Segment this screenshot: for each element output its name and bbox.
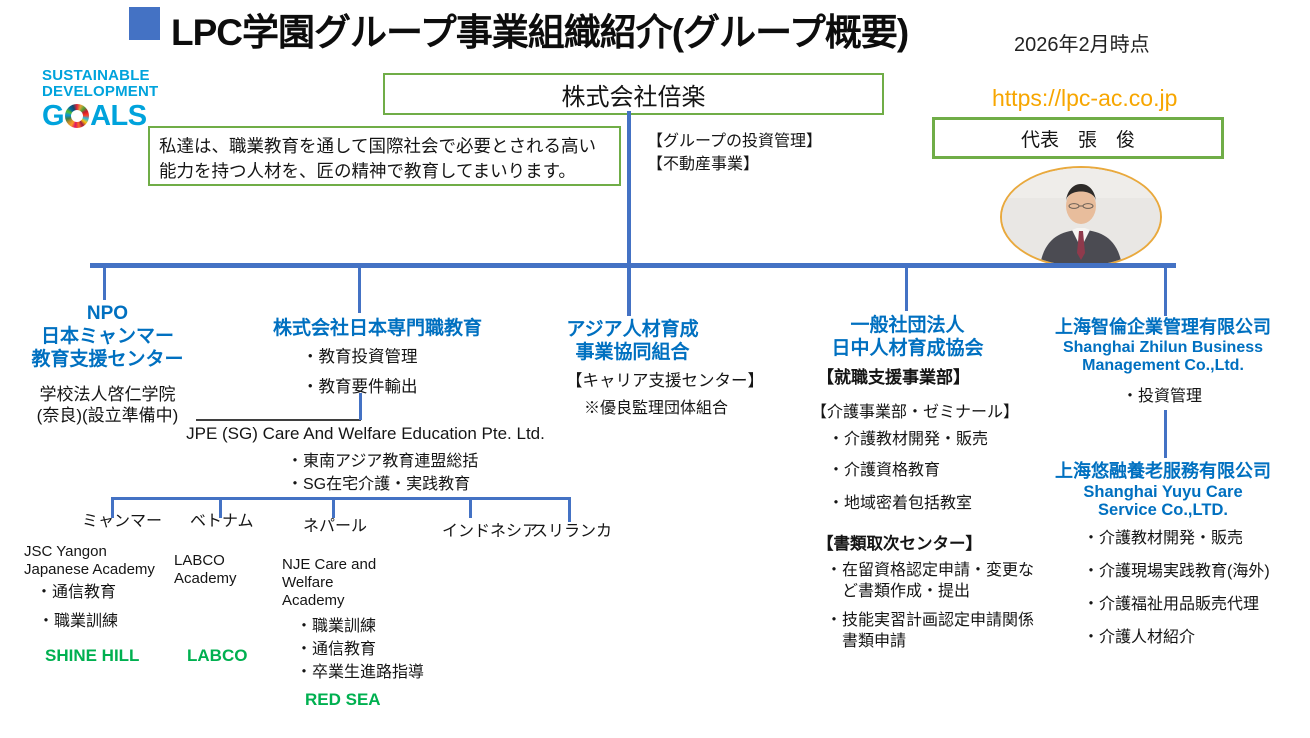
org-jpe-sg-name: JPE (SG) Care And Welfare Education Pte.… [186,424,545,443]
asia-coop-line1: アジア人材育成 [566,319,699,340]
holding-company-name: 株式会社倍楽 [561,83,706,111]
sdg-logo: SUSTAINABLE DEVELOPMENT G ALS [42,68,158,131]
as-of-date: 2026年2月時点 [1014,34,1150,56]
org-npo-line2: 日本ミャンマー [40,326,174,347]
jpe-sg-bullet1: ・東南アジア教育連盟総括 [287,453,479,470]
vietnam-partner: LABCO [187,646,248,665]
jc-assoc-line2: 日中人材育成協会 [831,338,984,359]
org-npo-line3: 教育支援センター [31,349,184,370]
jc-assoc-dept3-bullet2: ・技能実習計画認定申請関係書類申請 [826,612,1035,650]
country-label-myanmar: ミャンマー [82,513,163,530]
jc-assoc-dept3-bullet1: ・在留資格認定申請・変更など書類作成・提出 [826,562,1035,600]
sdg-goals-rest: ALS [90,99,147,132]
org-asia-coop-name: アジア人材育成 事業協同組合 [545,318,720,364]
connector-zhilun-to-yuyu [1164,410,1167,458]
jc-assoc-dept2-bullet3: ・地域密着包括教室 [828,495,973,512]
npo-school-line1: 学校法人啓仁学院 [39,385,176,404]
myanmar-bullet2: ・職業訓練 [38,613,119,630]
ceo-photo-graphic [1002,168,1160,266]
sdg-line2: DEVELOPMENT [42,82,159,100]
jpe-sg-bullet2: ・SG在宅介護・実践教育 [287,476,471,493]
yuyu-bullet4: ・介護人材紹介 [1083,629,1196,646]
connector-jpe-parent-to-jpe [359,393,362,420]
connector-tick-srilanka [568,497,571,522]
connector-countries-rail [111,497,571,500]
vietnam-school-line2: Academy [174,570,237,587]
zhilun-name-en1: Shanghai Zhilun Business [1062,339,1264,356]
nepal-bullet2: ・通信教育 [296,641,377,658]
connector-tick-myanmar [111,497,114,518]
sdg-goals: G ALS [42,99,158,132]
connector-school-to-jpe [196,419,361,421]
zhilun-name-en2: Management Co.,Ltd. [1082,357,1244,374]
org-npo-name: NPO 日本ミャンマー 教育支援センター [5,302,210,371]
jc-assoc-dept3: 【書類取次センター】 [817,535,982,553]
nepal-bullet3: ・卒業生進路指導 [296,664,425,681]
ceo-name: 代表 張 俊 [1020,129,1135,151]
page-title: LPC学園グループ事業組織紹介(グループ概要) [171,12,909,53]
org-jc-assoc-name: 一般社団法人 日中人材育成協会 [810,314,1005,360]
vietnam-school-line1: LABCO [174,552,225,569]
jpe-parent-bullet1: ・教育投資管理 [302,348,418,366]
jc-assoc-dept2: 【介護事業部・ゼミナール】 [811,404,1020,421]
holding-company-box: 株式会社倍楽 [383,73,884,115]
sdg-line1: SUSTAINABLE [42,67,150,84]
mission-statement-box: 私達は、職業教育を通して国際社会で必要とされる高い能力を持つ人材を、匠の精神で教… [148,126,621,186]
npo-school-line2: (奈良)(設立準備中) [36,406,179,425]
yuyu-bullet1: ・介護教材開発・販売 [1083,530,1244,547]
ceo-photo [1000,166,1162,268]
connector-drop-jc-assoc [905,263,908,311]
yuyu-name-en2: Service Co.,LTD. [1098,501,1228,519]
org-zhilun-name: 上海智倫企業管理有限公司 [1055,317,1271,337]
holding-role-2: 【不動産事業】 [647,156,760,173]
country-label-nepal: ネパール [303,518,368,535]
connector-tick-vietnam [219,497,222,518]
myanmar-school-line2: Japanese Academy [24,561,155,578]
website-url: https://lpc-ac.co.jp [992,85,1178,111]
nepal-school-line1: NJE Care and [282,556,377,573]
yuyu-name-en1: Shanghai Yuyu Care [1083,483,1243,501]
ceo-box: 代表 張 俊 [932,117,1224,159]
nepal-partner: RED SEA [305,690,381,709]
title-marker-icon [129,7,160,40]
asia-coop-item1: 【キャリア支援センター】 [566,372,764,390]
connector-drop-asia-coop [627,263,631,316]
connector-drop-zhilun [1164,263,1167,316]
org-npo-school: 学校法人啓仁学院 (奈良)(設立準備中) [15,384,200,426]
jc-assoc-dept2-bullet2: ・介護資格教育 [828,462,941,479]
country-label-srilanka: スリランカ [532,523,613,540]
yuyu-bullet3: ・介護福祉用品販売代理 [1083,596,1260,613]
zhilun-bullet1: ・投資管理 [1122,388,1203,405]
jc-assoc-dept2-bullet1: ・介護教材開発・販売 [828,431,989,448]
connector-tick-indonesia [469,497,472,518]
myanmar-school-line1: JSC Yangon [24,543,107,560]
connector-drop-jpe-parent [358,263,361,313]
holding-role-1: 【グループの投資管理】 [647,133,823,150]
connector-holding-trunk [627,111,631,264]
connector-tick-nepal [332,497,335,518]
connector-drop-npo [103,263,106,300]
myanmar-bullet1: ・通信教育 [36,584,117,601]
org-yuyu-name: 上海悠融養老服務有限公司 [1055,461,1271,481]
country-label-vietnam: ベトナム [190,513,254,530]
nepal-school-line3: Academy [282,592,345,609]
mission-statement: 私達は、職業教育を通して国際社会で必要とされる高い能力を持つ人材を、匠の精神で教… [159,136,596,182]
myanmar-partner: SHINE HILL [45,646,140,665]
org-npo-line1: NPO [86,303,129,324]
connector-main-rail [90,263,1176,268]
yuyu-bullet2: ・介護現場実践教育(海外) [1083,563,1270,580]
asia-coop-line2: 事業協同組合 [575,342,690,363]
country-label-indonesia: インドネシア [442,523,539,540]
jc-assoc-line1: 一般社団法人 [850,315,965,336]
org-jpe-parent-name: 株式会社日本専門職教育 [272,318,482,339]
nepal-bullet1: ・職業訓練 [296,618,377,635]
holding-roles: 【グループの投資管理】 【不動産事業】 [647,130,822,176]
nepal-school-line2: Welfare [282,574,334,591]
jpe-parent-bullet2: ・教育要件輸出 [302,378,418,396]
asia-coop-item2: ※優良監理団体組合 [584,400,729,417]
sdg-goals-g: G [42,99,65,132]
jc-assoc-dept1: 【就職支援事業部】 [817,368,970,387]
sdg-wheel-icon [65,103,90,128]
